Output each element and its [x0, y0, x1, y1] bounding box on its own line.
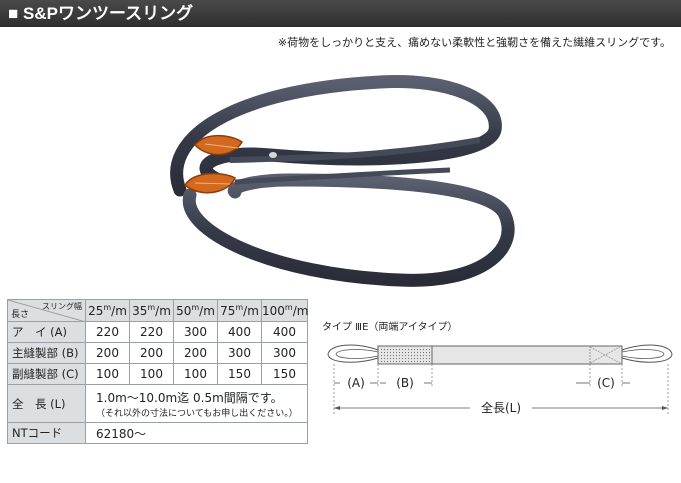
col-header-75: 75m/m — [217, 299, 262, 322]
table-corner: スリング幅 長さ — [7, 299, 86, 322]
sling-diagram: (A) (B) (C) 全長(L) — [327, 344, 673, 415]
eye-tag-upper — [194, 134, 243, 156]
label-a: (A) — [347, 376, 365, 390]
row-label-eye: ア イ (A) — [7, 321, 86, 343]
sling-body — [377, 345, 623, 365]
nt-code-value: 62180〜 — [85, 422, 308, 444]
row-label-nt-code: NTコード — [7, 422, 86, 444]
corner-width-label: スリング幅 — [42, 302, 82, 311]
row-label-main-sewing: 主縫製部 (B) — [7, 342, 86, 364]
col-header-25: 25m/m — [85, 299, 130, 322]
col-header-50: 50m/m — [173, 299, 218, 322]
corner-length-label: 長さ — [11, 310, 30, 320]
row-label-length: 全 長 (L) — [7, 384, 86, 423]
spec-table: スリング幅 長さ 25m/m 35m/m 50m/m 75m/m 100m/m … — [7, 299, 308, 444]
col-header-100: 100m/m — [261, 299, 308, 322]
table-row: 主縫製部 (B) 200 200 200 300 300 — [7, 342, 308, 364]
left-eye — [327, 344, 379, 363]
table-row: 副縫製部 (C) 100 100 100 150 150 — [7, 363, 308, 385]
right-eye — [621, 344, 673, 363]
row-label-sub-sewing: 副縫製部 (C) — [7, 363, 86, 385]
label-b: (B) — [396, 376, 414, 390]
label-l: 全長(L) — [481, 400, 521, 415]
length-note: 1.0m〜10.0m迄 0.5m間隔です。 — [96, 390, 283, 405]
table-row: 全 長 (L) 1.0m〜10.0m迄 0.5m間隔です。 （それ以外の寸法につ… — [7, 384, 308, 423]
length-subnote: （それ以外の寸法についてもお申し出ください。） — [96, 408, 298, 419]
label-c: (C) — [597, 376, 615, 390]
table-row: NTコード 62180〜 — [7, 422, 308, 444]
sling-photo — [170, 75, 515, 287]
product-description: ※荷物をしっかりと支え、痛めない柔軟性と強靭さを備えた繊維スリングです。 — [277, 36, 671, 49]
header-title: ■ S&Pワンツースリング — [8, 4, 194, 23]
col-header-35: 35m/m — [129, 299, 174, 322]
page-header: ■ S&Pワンツースリング — [0, 0, 681, 27]
length-note-cell: 1.0m〜10.0m迄 0.5m間隔です。 （それ以外の寸法についてもお申し出く… — [85, 384, 308, 423]
type-label: タイプ ⅢE（両端アイタイプ） — [322, 322, 458, 333]
table-row: ア イ (A) 220 220 300 400 400 — [7, 321, 308, 343]
